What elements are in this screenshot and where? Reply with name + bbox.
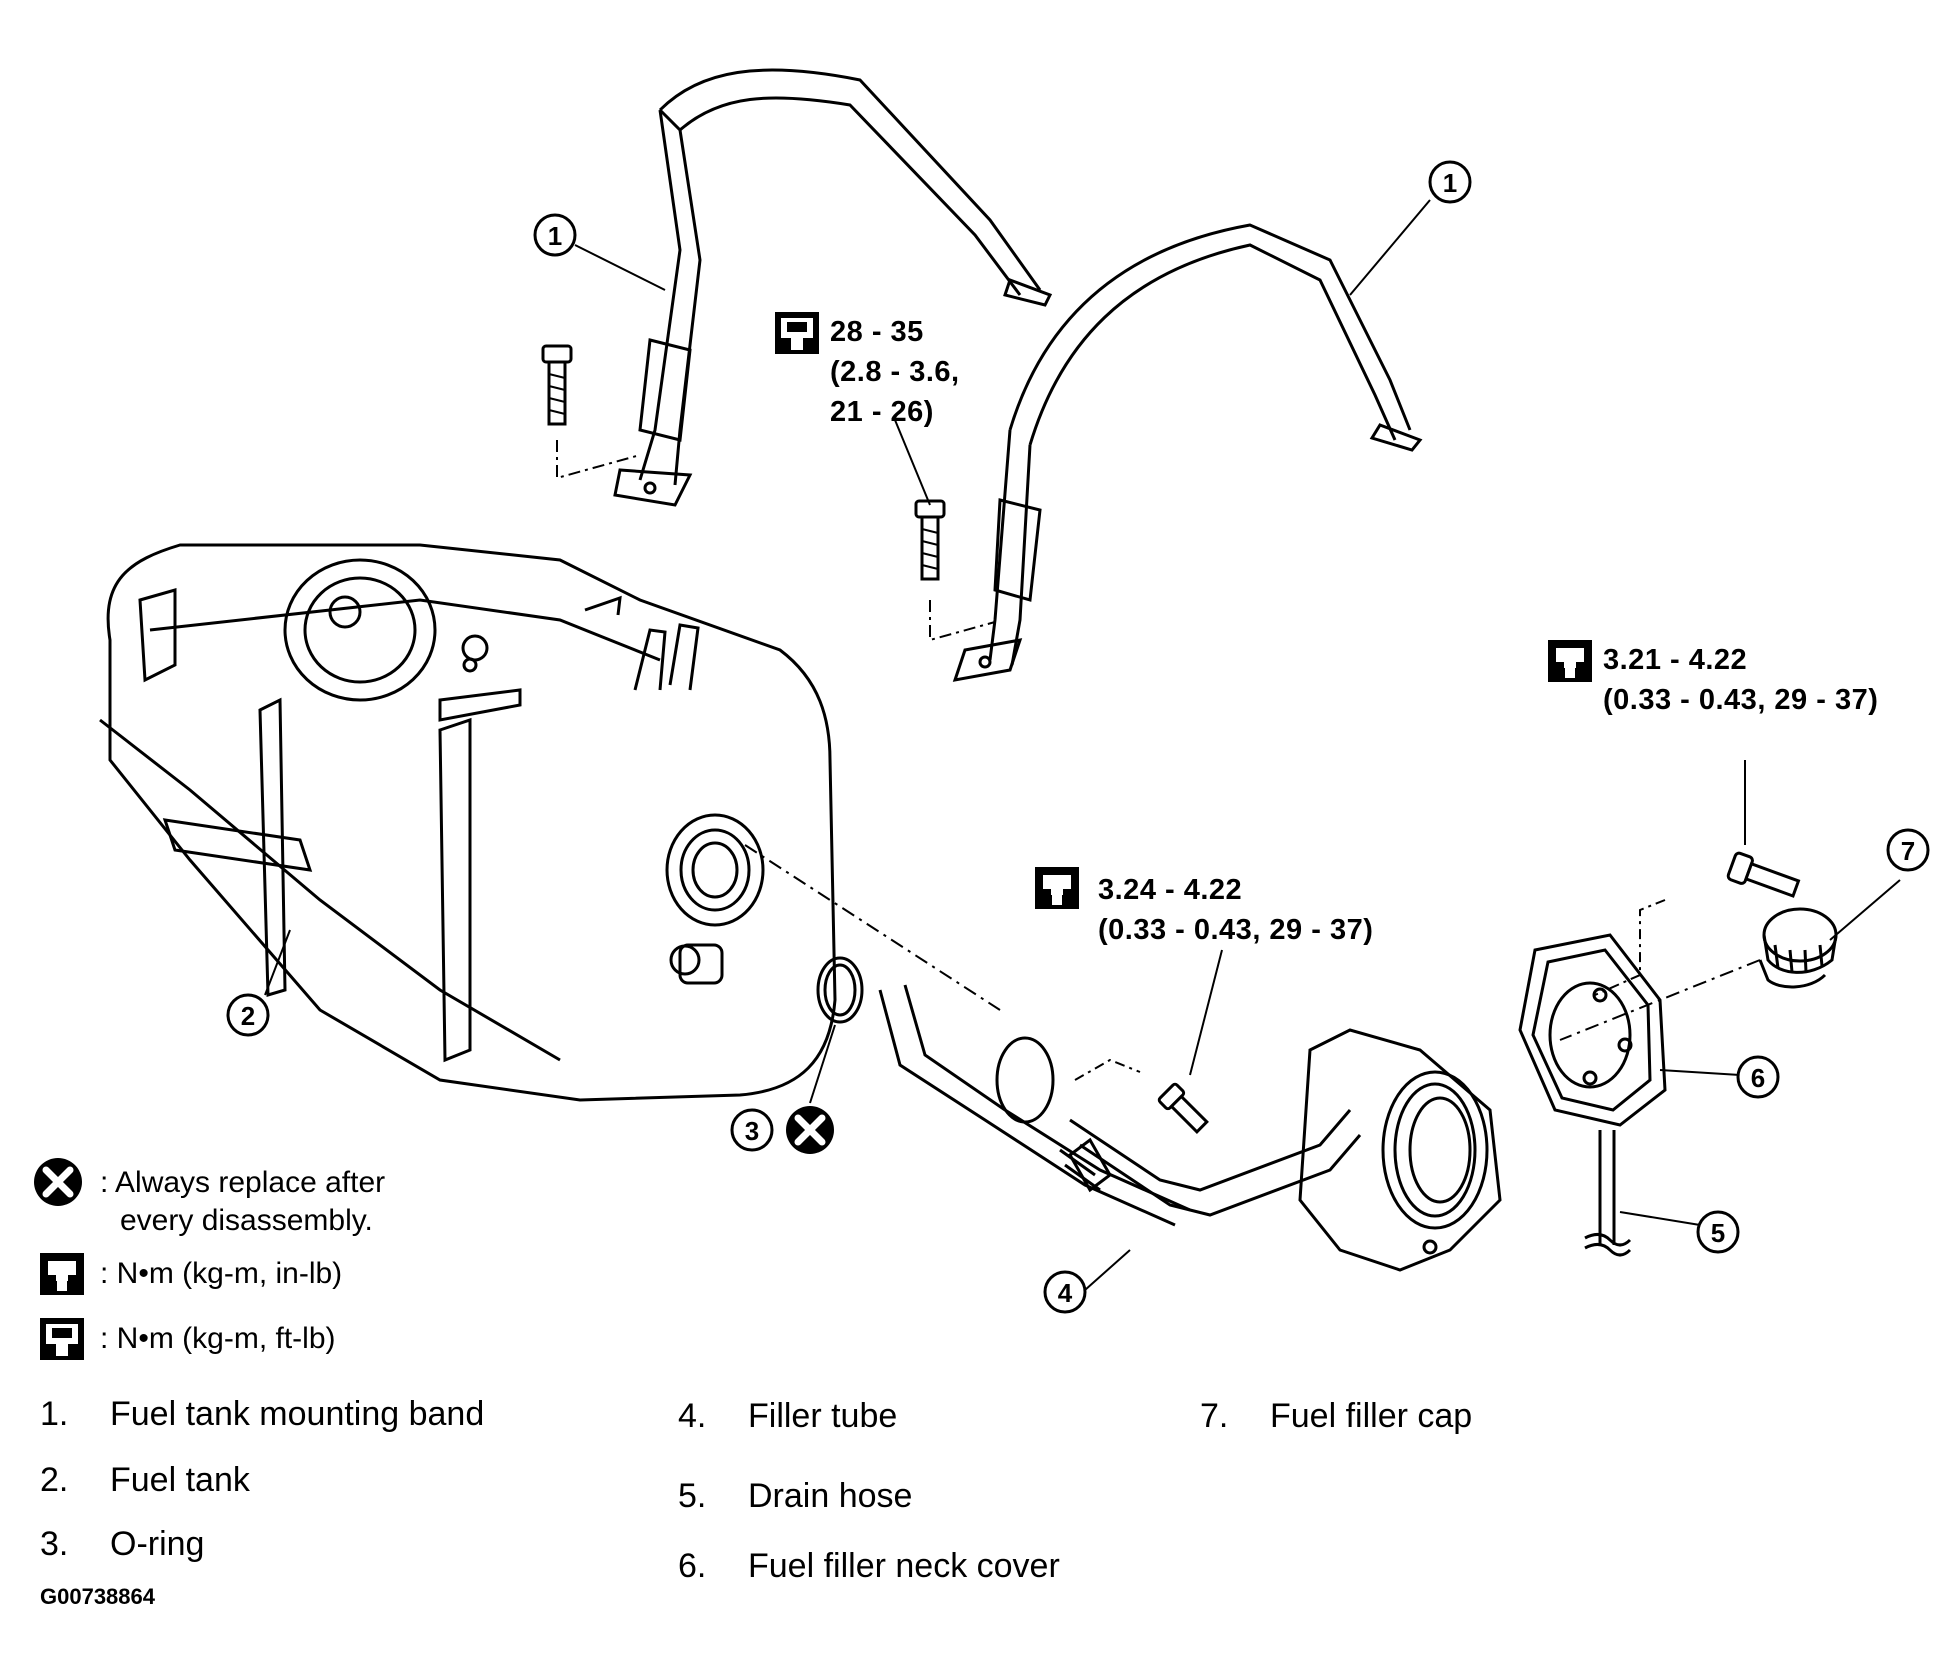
svg-text:2: 2	[241, 1001, 255, 1031]
neck-cover-bolt	[1594, 851, 1801, 996]
torque-wrench-in-lb-icon-neck	[1548, 640, 1592, 682]
replace-x-icon	[786, 1106, 834, 1154]
part-item-2: 2.Fuel tank	[40, 1461, 250, 1499]
legend-ft-lb-text: : N•m (kg-m, ft-lb)	[100, 1322, 336, 1355]
legend-replace-line2: every disassembly.	[120, 1204, 373, 1237]
legend-ft-lb: : N•m (kg-m, ft-lb)	[100, 1320, 336, 1358]
callout-1-right: 1	[1428, 160, 1472, 204]
svg-text:6: 6	[1751, 1063, 1765, 1093]
part-item-4: 4.Filler tube	[678, 1397, 898, 1435]
torque-wrench-ft-lb-icon-band	[775, 312, 819, 354]
part-item-5: 5.Drain hose	[678, 1477, 913, 1515]
torque-wrench-in-lb-icon-filler	[1035, 867, 1079, 909]
svg-text:1: 1	[1443, 168, 1457, 198]
band-bolt-left	[541, 344, 641, 480]
legend-replace-line1: : Always replace after	[100, 1166, 386, 1199]
cap-centerline	[1559, 959, 1761, 1041]
fuel-tank	[99, 543, 837, 1102]
mounting-band-left	[613, 68, 1053, 507]
legend-replace-x-icon	[34, 1158, 82, 1206]
svg-text:1: 1	[548, 221, 562, 251]
torque-spec-filler-tube-bolt: 3.24 - 4.22 (0.33 - 0.43, 29 - 37)	[1098, 874, 1374, 946]
svg-text:3: 3	[745, 1116, 759, 1146]
tank-to-filler-centerline	[744, 844, 1001, 1011]
callout-6: 6	[1736, 1055, 1780, 1099]
part-item-7: 7.Fuel filler cap	[1200, 1397, 1473, 1435]
svg-text:7: 7	[1901, 836, 1915, 866]
mounting-band-right	[952, 223, 1423, 682]
callout-7: 7	[1886, 828, 1930, 872]
figure-id: G00738864	[40, 1584, 155, 1609]
fuel-filler-neck-cover	[1518, 933, 1667, 1127]
callout-1-left: 1	[533, 213, 577, 257]
drain-hose	[1584, 1130, 1632, 1257]
torque-spec-band-bolt: 28 - 35 (2.8 - 3.6, 21 - 26)	[830, 316, 960, 428]
legend-in-lb-text: : N•m (kg-m, in-lb)	[100, 1257, 343, 1290]
callout-2: 2	[226, 993, 270, 1037]
band-bolt-right	[914, 499, 996, 642]
legend-in-lb: : N•m (kg-m, in-lb)	[100, 1255, 342, 1293]
part-item-6: 6.Fuel filler neck cover	[678, 1547, 1060, 1585]
legend-replace: : Always replace after every disassembly…	[100, 1164, 385, 1240]
legend-torque-wrench-in-lb-icon	[40, 1253, 84, 1295]
torque-spec-neck-cover-bolt: 3.21 - 4.22 (0.33 - 0.43, 29 - 37)	[1603, 644, 1879, 716]
filler-tube-bolt	[1074, 1058, 1209, 1134]
part-item-3: 3.O-ring	[40, 1525, 205, 1563]
callout-3: 3	[730, 1108, 774, 1152]
svg-text:4: 4	[1058, 1278, 1073, 1308]
filler-tube	[878, 984, 1502, 1272]
part-item-1: 1.Fuel tank mounting band	[40, 1395, 485, 1433]
o-ring	[816, 956, 864, 1024]
leader-lines	[264, 199, 1901, 1291]
svg-text:5: 5	[1711, 1218, 1725, 1248]
callout-4: 4	[1043, 1270, 1087, 1314]
callout-5: 5	[1696, 1210, 1740, 1254]
legend-torque-wrench-ft-lb-icon	[40, 1318, 84, 1360]
fuel-filler-cap	[1758, 907, 1838, 989]
